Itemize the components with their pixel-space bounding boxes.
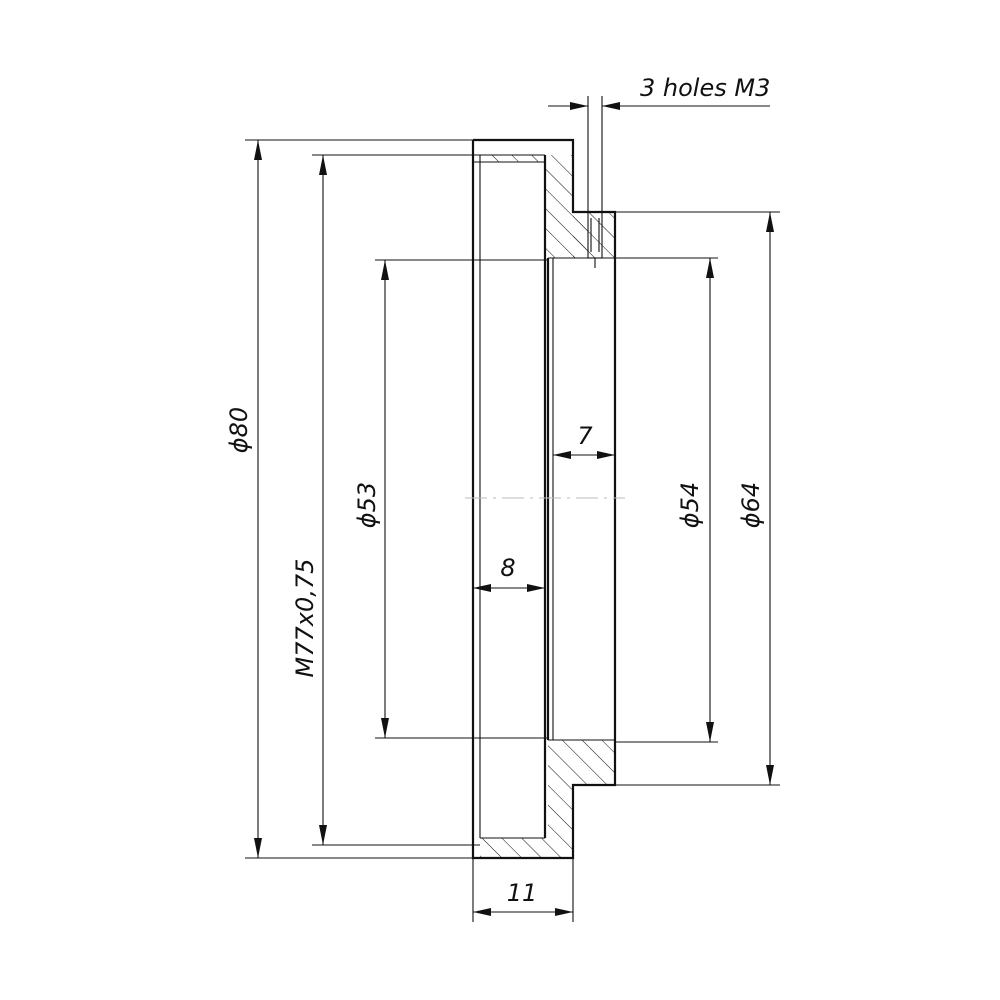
label-outer-diameter: ϕ80 <box>225 407 253 453</box>
hatch-top-body <box>545 155 588 258</box>
dim-step-width: 7 <box>553 422 615 459</box>
hatch-bottom-body <box>480 740 615 858</box>
dim-holes-note: 3 holes M3 <box>548 74 770 212</box>
label-holes-note: 3 holes M3 <box>640 74 770 102</box>
label-bore-diameter: ϕ53 <box>353 482 381 528</box>
dim-bore-diameter: ϕ53 <box>353 259 548 739</box>
dim-flange-diameter: ϕ64 <box>615 211 780 786</box>
section-hatching <box>480 155 615 858</box>
dim-overall-length: 11 <box>472 858 574 922</box>
dim-wall-thickness: 8 <box>473 554 545 592</box>
label-flange-diameter: ϕ64 <box>737 482 765 528</box>
label-inner-step-diameter: ϕ54 <box>676 482 704 528</box>
dim-inner-step-diameter: ϕ54 <box>615 257 718 743</box>
label-overall-length: 11 <box>507 879 538 907</box>
dim-outer-diameter: ϕ80 <box>225 139 473 859</box>
label-thread: M77x0,75 <box>291 559 319 678</box>
hatch-top-wall <box>480 155 615 258</box>
label-wall-thickness: 8 <box>500 554 515 582</box>
label-step-width: 7 <box>577 422 593 450</box>
dim-thread: M77x0,75 <box>291 154 480 846</box>
part-outline <box>471 138 617 860</box>
